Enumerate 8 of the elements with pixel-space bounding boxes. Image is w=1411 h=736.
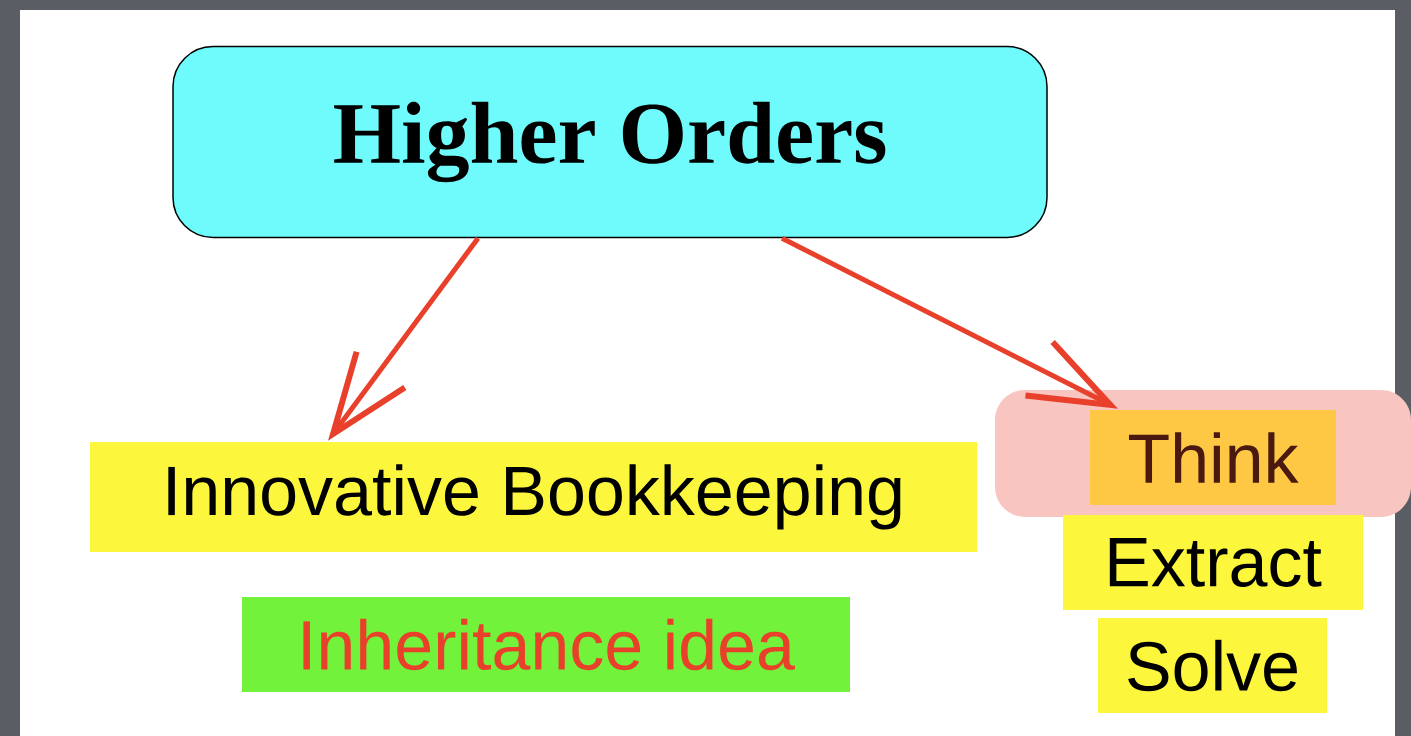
text-box: Extract [1063,515,1363,610]
text-box: Think [1090,410,1336,505]
arrow [780,236,1118,409]
arrow [328,236,480,441]
text-box: Innovative Bookkeeping [90,442,977,552]
text-box: Inheritance idea [242,597,850,692]
title-box: Higher Orders [172,45,1048,239]
text-box: Solve [1098,618,1327,713]
